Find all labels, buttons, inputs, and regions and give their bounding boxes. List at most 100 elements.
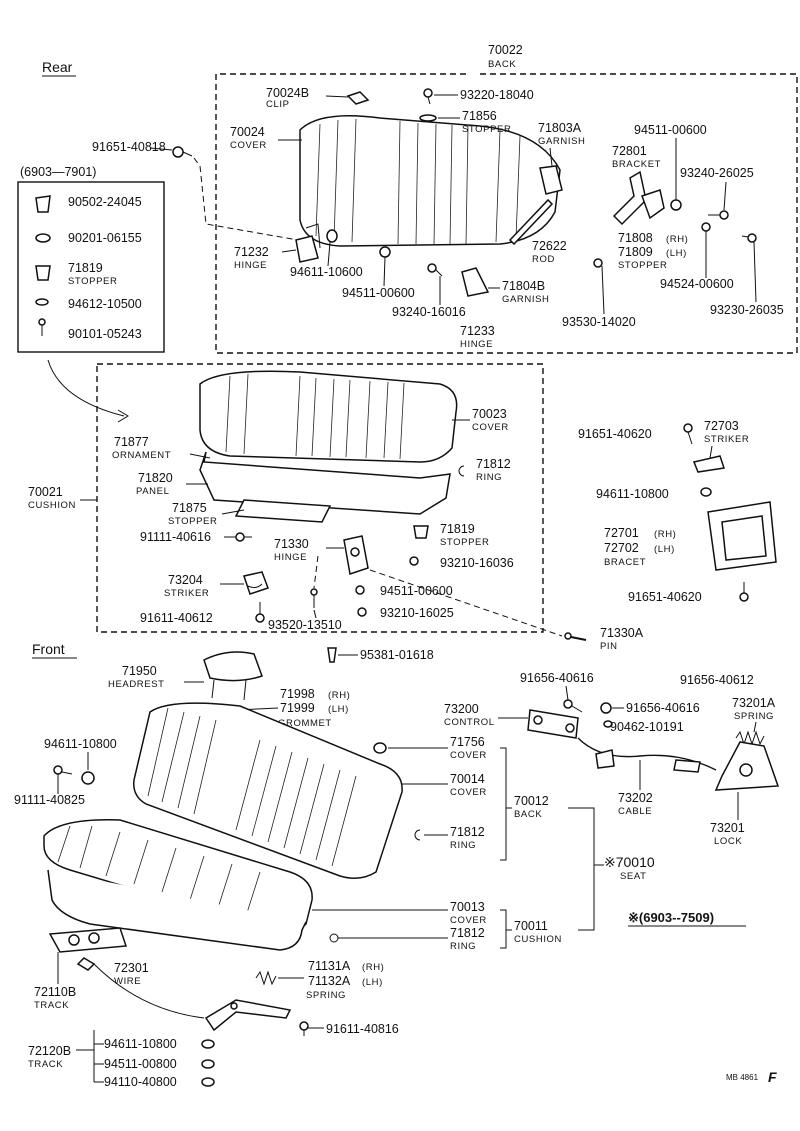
track-a-number: 72110B	[34, 985, 76, 999]
bracket-name: BRACKET	[612, 159, 661, 170]
control-number: 73200	[444, 702, 479, 716]
ornament-name: ORNAMENT	[112, 450, 171, 461]
footer-page-letter: F	[768, 1069, 777, 1085]
back-number: 70022	[488, 43, 523, 57]
lock-part	[714, 741, 780, 791]
bolt-icon	[255, 602, 265, 623]
pin-name: PIN	[600, 641, 618, 652]
wire-number: 72301	[114, 961, 149, 975]
cover-a-number: 71756	[450, 735, 485, 749]
cushion-stopper-b-number: 71819	[440, 522, 475, 536]
variant-part-2-icon	[35, 233, 51, 243]
bolt-icon	[235, 532, 252, 542]
bracket-rh-suffix: (RH)	[654, 529, 676, 540]
spring-lh-suffix: (LH)	[362, 977, 383, 988]
seat-name: SEAT	[620, 871, 647, 882]
clip-icon	[327, 647, 337, 663]
garnish-bottom-number: 71804B	[502, 279, 545, 293]
striker-part	[243, 571, 269, 595]
track-rail-part	[204, 999, 292, 1032]
cushion-screw-c-number: 93210-16025	[380, 606, 454, 620]
control-part	[527, 709, 579, 739]
cushion-ring-number: 71812	[476, 457, 511, 471]
washer-icon	[355, 585, 365, 595]
screw-e-number: 93230-26035	[710, 303, 784, 317]
panel-number: 71820	[138, 471, 173, 485]
track-part	[48, 927, 128, 971]
front-seat-back-part	[133, 702, 403, 879]
lock-number: 73201	[710, 821, 745, 835]
cushion-cover-number: 70023	[472, 407, 507, 421]
back-name: BACK	[488, 59, 516, 70]
washer-b-number: 94511-00600	[342, 286, 415, 300]
cushion-box	[96, 363, 544, 633]
garnish-top-number: 71803A	[538, 121, 582, 135]
screw-icon	[357, 607, 367, 617]
screw-right-number: 93240-26025	[680, 166, 754, 180]
spring-lh-number: 71132A	[308, 974, 351, 988]
bolt-icon	[563, 699, 583, 713]
bracket-lh-name: BRACET	[604, 557, 646, 568]
nut-icon	[81, 771, 95, 785]
nut-icon	[700, 487, 712, 497]
stopper-rh-suffix: (RH)	[666, 234, 688, 245]
spring-rh-number: 71131A	[308, 959, 351, 973]
grommet-lh-number: 71999	[280, 701, 315, 715]
hinge-part	[461, 267, 490, 297]
screw-icon	[741, 233, 757, 243]
panel-name: PANEL	[136, 486, 169, 497]
striker-name: STRIKER	[164, 588, 209, 599]
washer-icon	[670, 199, 682, 211]
bolt-icon	[172, 146, 193, 158]
rear-back-box	[215, 73, 798, 354]
front-bolt-left-number: 91111-40825	[14, 793, 85, 807]
rod-number: 72622	[532, 239, 567, 253]
rear-label: Rear	[42, 59, 73, 75]
front-back-name: BACK	[514, 809, 542, 820]
lock-spring-number: 73201A	[732, 696, 776, 710]
variant-item-1-number: 90502-24045	[68, 195, 142, 209]
washer-c-number: 94524-00600	[660, 277, 734, 291]
grommet-lh-suffix: (LH)	[328, 704, 349, 715]
pin-icon	[564, 632, 587, 641]
cover-c-number: 70013	[450, 900, 485, 914]
cover-b-name: COVER	[450, 787, 487, 798]
grommet-lh-name: GROMMET	[278, 718, 332, 729]
track-part-3-number: 94110-40800	[104, 1075, 177, 1089]
washer-icon	[201, 1059, 215, 1069]
back-bracket-line	[500, 747, 507, 861]
front-back-number: 70012	[514, 794, 549, 808]
striker-b-number: 72703	[704, 419, 739, 433]
wire-part	[93, 963, 205, 1019]
hinge-part	[295, 223, 321, 263]
striker-part	[692, 455, 725, 473]
washer-icon	[379, 246, 391, 258]
bolt-b-number: 91611-40612	[140, 611, 213, 625]
front-nut-left-number: 94611-10800	[44, 737, 117, 751]
clip-icon	[603, 720, 613, 728]
front-cushion-name: CUSHION	[514, 934, 562, 945]
variant-item-5-number: 90101-05243	[68, 327, 142, 341]
range-note: ※(6903--7509)	[628, 910, 714, 925]
bolt-left-number: 91651-40818	[92, 140, 166, 154]
bracket-rh-number: 72701	[604, 526, 639, 540]
nut-a-number: 94611-10600	[290, 265, 363, 279]
spring-icon	[735, 730, 765, 746]
cover-a-name: COVER	[450, 750, 487, 761]
cover-name: COVER	[230, 140, 267, 151]
variant-box	[17, 181, 165, 353]
striker-b-name: STRIKER	[704, 434, 749, 445]
bolt-icon	[299, 1021, 309, 1036]
cover-b-number: 70014	[450, 772, 485, 786]
lock-spring-name: SPRING	[734, 711, 774, 722]
bolt-bottom-number: 91611-40816	[326, 1022, 399, 1036]
clip-name: CLIP	[266, 99, 290, 110]
screw-d-number: 93530-14020	[562, 315, 636, 329]
rod-name: ROD	[532, 254, 555, 265]
headrest-number: 71950	[122, 664, 157, 678]
grommet-rh-suffix: (RH)	[328, 690, 350, 701]
clip-bottom-number: 95381-01618	[360, 648, 434, 662]
ornament-number: 71877	[114, 435, 149, 449]
hinge-bottom-name: HINGE	[460, 339, 493, 350]
striker-number: 73204	[168, 573, 203, 587]
